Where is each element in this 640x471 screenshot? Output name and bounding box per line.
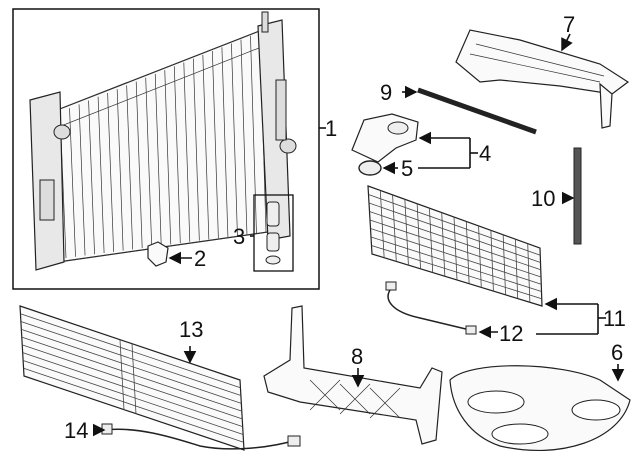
- radiator-assembly-frame: [12, 8, 320, 290]
- seal-kit-part: [265, 201, 281, 265]
- air-deflector-part: [449, 365, 631, 452]
- callout-1: 1: [325, 116, 337, 141]
- radiator-part: [29, 11, 297, 271]
- callout-6: 6: [611, 340, 623, 365]
- seal-kit-box: [253, 194, 294, 272]
- lower-harness-part: [101, 423, 301, 450]
- shutter-harness-part: [385, 281, 477, 335]
- drain-plug-part: [147, 241, 169, 267]
- callout-11: 11: [603, 306, 626, 331]
- callout-3: 3: [233, 224, 245, 249]
- callout-5: 5: [401, 156, 413, 181]
- shutter-assembly-part: [367, 185, 543, 307]
- outlet-housing-part: [351, 113, 419, 163]
- lower-bracket-part: [263, 305, 443, 445]
- callout-7: 7: [563, 12, 575, 37]
- lower-shutter-part: [19, 305, 245, 451]
- leader-11-12: [536, 297, 606, 335]
- side-seal-part: [573, 147, 582, 245]
- callout-12: 12: [499, 321, 523, 346]
- callout-2: 2: [194, 246, 206, 271]
- callout-10: 10: [531, 186, 555, 211]
- o-ring-part: [358, 160, 382, 176]
- upper-bracket-part: [455, 29, 630, 129]
- callout-8: 8: [351, 344, 363, 369]
- callout-14: 14: [64, 418, 88, 443]
- callout-9: 9: [380, 80, 392, 105]
- upper-seal-part: [417, 87, 537, 135]
- callout-4: 4: [479, 141, 491, 166]
- callout-13: 13: [179, 317, 203, 342]
- leader-4-5: [418, 131, 478, 169]
- leader-7: [561, 33, 573, 52]
